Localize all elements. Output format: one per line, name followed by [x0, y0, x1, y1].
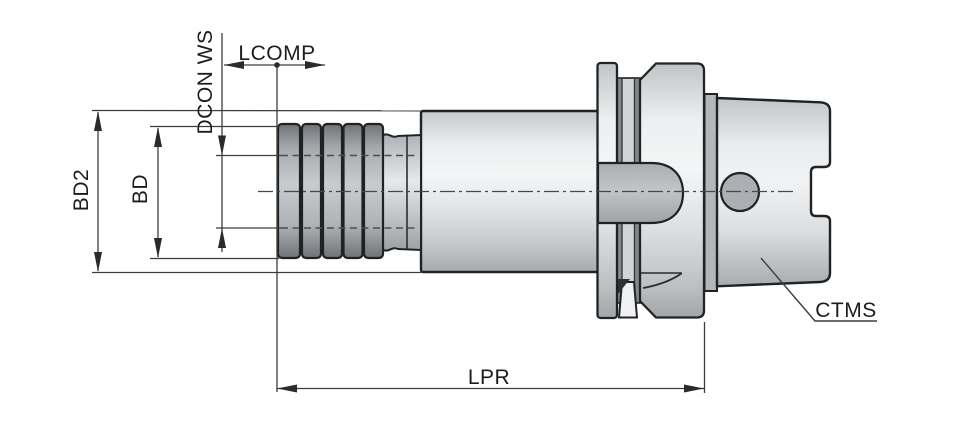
- arrowhead: [277, 384, 297, 393]
- arrowhead: [94, 111, 102, 131]
- flange-bottom-chamfer: [641, 272, 683, 289]
- shank-neck: [703, 93, 718, 292]
- dimensions: [91, 33, 877, 393]
- label-lcomp: LCOMP: [238, 42, 315, 65]
- ctms-leader-line: [760, 257, 877, 322]
- label-bd: BD: [129, 174, 152, 204]
- arrowhead: [94, 252, 102, 272]
- arrowhead: [684, 384, 704, 393]
- reference-dot: [274, 62, 280, 68]
- dimension-lpr: [277, 384, 704, 393]
- dimension-bd: [154, 127, 162, 258]
- dimension-lcomp: [224, 61, 325, 69]
- arrowhead: [154, 127, 162, 147]
- drive-keyway-notch: [617, 279, 639, 319]
- dimension-bd2: [94, 111, 102, 272]
- label-bd2: BD2: [70, 169, 93, 211]
- tool-holder-part: [258, 61, 832, 320]
- label-dcon-ws: DCON WS: [194, 30, 217, 135]
- hsk-shank: [715, 96, 832, 288]
- hidden-bore-line: [281, 154, 419, 229]
- arrowhead: [154, 238, 162, 258]
- dimension-dcon-ws: [218, 135, 226, 248]
- dimension-labels: BD2 BD DCON WS LCOMP LPR CTMS: [70, 30, 877, 390]
- arrowhead: [224, 61, 244, 69]
- gripper-groove-slot: [596, 161, 685, 225]
- arrowhead: [218, 228, 226, 248]
- label-ctms: CTMS: [815, 299, 877, 322]
- arrowhead: [218, 135, 226, 156]
- label-lpr: LPR: [468, 366, 510, 389]
- arrowhead: [305, 61, 325, 69]
- thread-relief-section: [381, 133, 422, 252]
